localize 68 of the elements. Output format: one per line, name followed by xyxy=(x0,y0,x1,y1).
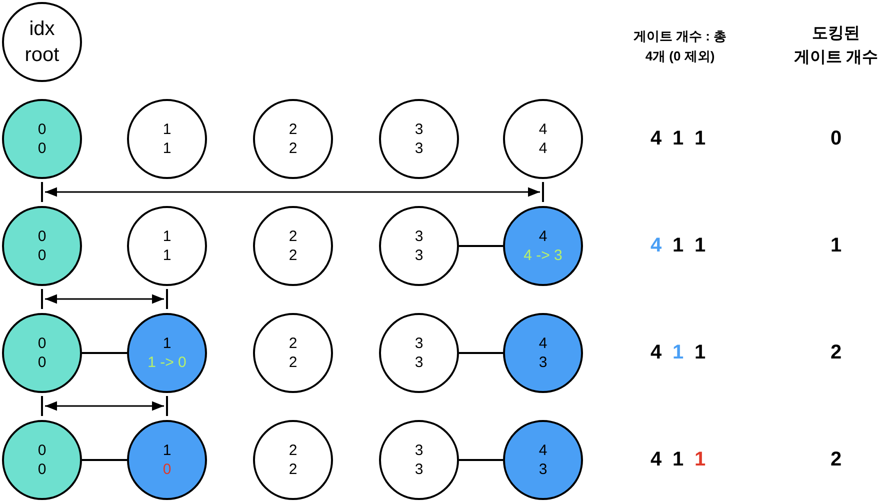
count-digit: 1 xyxy=(672,128,684,150)
node-value: 2 xyxy=(288,120,298,139)
node-value: 2 xyxy=(288,334,298,353)
count-digit: 1 xyxy=(694,234,706,258)
node-value: 1 xyxy=(162,246,172,266)
node-value: 3 xyxy=(414,460,424,480)
node-value: 3 xyxy=(414,353,424,372)
node-value: 1 xyxy=(162,440,172,460)
node-value: 3 xyxy=(414,226,424,246)
node-value: 1 xyxy=(162,226,172,246)
node-value: 2 xyxy=(288,460,298,480)
node-value: 2 xyxy=(288,246,298,266)
count-digit: 1 xyxy=(672,234,684,258)
node-value: 4 xyxy=(538,226,548,246)
count-digit: 1 xyxy=(694,448,706,472)
node-value: 2 xyxy=(288,353,298,372)
count-digit: 4 xyxy=(650,342,662,364)
node-value: 2 xyxy=(288,226,298,246)
node-value: 4 xyxy=(538,440,548,460)
node-value: 3 xyxy=(414,120,424,139)
count-digit: 4 xyxy=(650,448,662,472)
node-value: 1 xyxy=(162,139,172,158)
column-header: 게이트 개수 : 총 4개 (0 제외) xyxy=(632,28,728,66)
node-value: 3 xyxy=(414,139,424,158)
connector-line xyxy=(459,245,503,247)
double-arrow xyxy=(45,294,164,304)
node-value: 0 xyxy=(38,440,46,460)
node-value: 4 -> 3 xyxy=(524,246,562,266)
node-value: 3 xyxy=(538,353,548,372)
node-value: 3 xyxy=(414,246,424,266)
connector-line xyxy=(82,352,127,354)
node-value: 0 xyxy=(38,246,46,266)
count-digit: 4 xyxy=(650,128,662,150)
connector-line xyxy=(459,352,503,354)
connector-line xyxy=(82,459,127,461)
count-value: 2 xyxy=(830,448,842,472)
node-value: 4 xyxy=(538,334,548,353)
node-value: root xyxy=(24,43,60,68)
count-digit: 1 xyxy=(672,448,684,472)
node-value: 4 xyxy=(538,139,548,158)
node-value: 3 xyxy=(538,460,548,480)
node-value: 0 xyxy=(38,353,46,372)
connector-line xyxy=(459,459,503,461)
node-value: idx xyxy=(29,17,55,42)
double-arrow xyxy=(45,187,540,197)
column-header: 도킹된 게이트 개수 xyxy=(792,24,880,68)
count-value: 0 xyxy=(830,128,842,150)
double-arrow xyxy=(45,401,164,411)
count-digit: 1 xyxy=(694,128,706,150)
node-value: 2 xyxy=(288,139,298,158)
node-value: 0 xyxy=(162,460,172,480)
node-value: 1 xyxy=(162,334,172,353)
node-value: 0 xyxy=(38,460,46,480)
count-value: 2 xyxy=(830,342,842,364)
node-value: 1 xyxy=(162,120,172,139)
node-value: 2 xyxy=(288,440,298,460)
node-value: 3 xyxy=(414,440,424,460)
node-value: 4 xyxy=(538,120,548,139)
count-digit: 1 xyxy=(694,342,706,364)
node-value: 0 xyxy=(38,139,46,158)
count-value: 1 xyxy=(830,234,842,258)
node-value: 0 xyxy=(38,334,46,353)
node-value: 0 xyxy=(38,120,46,139)
count-digit: 1 xyxy=(672,342,684,364)
node-value: 3 xyxy=(414,334,424,353)
node-value: 0 xyxy=(38,226,46,246)
count-digit: 4 xyxy=(650,234,662,258)
node-value: 1 -> 0 xyxy=(148,353,186,372)
